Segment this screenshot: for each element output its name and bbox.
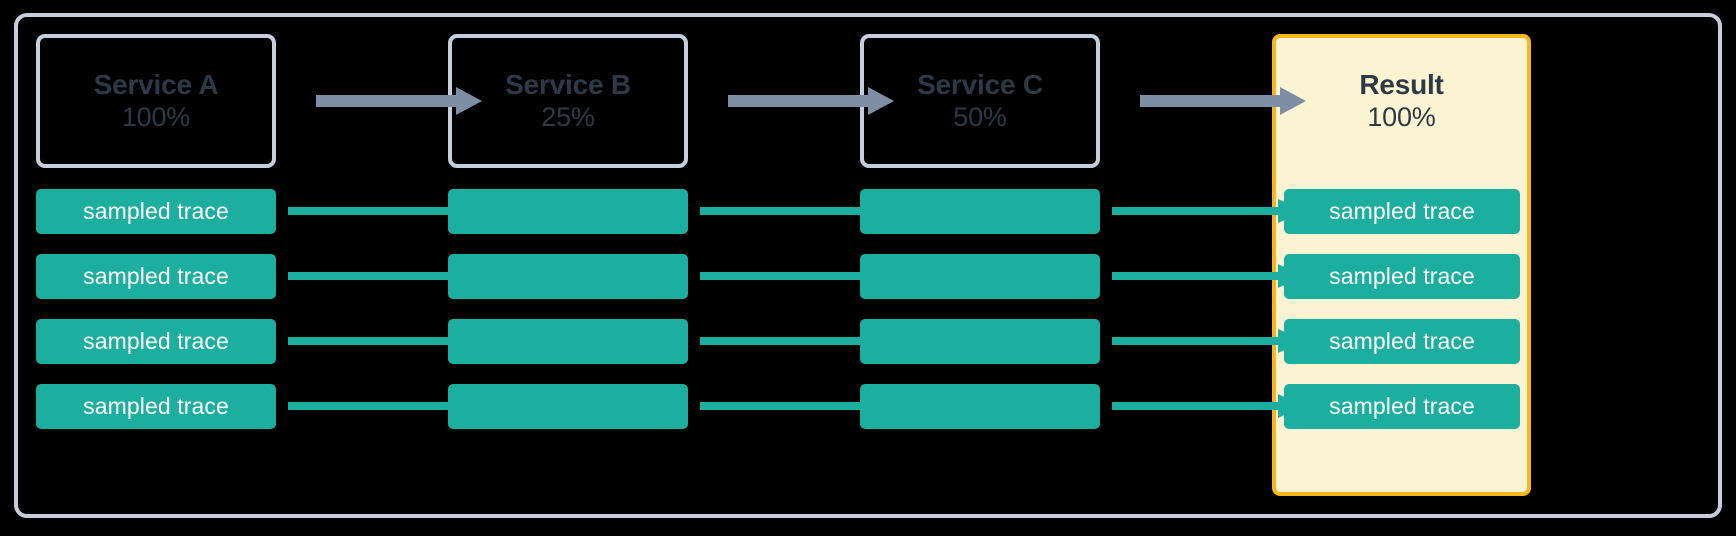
trace-bar-result-row-1[interactable]: sampled trace — [1284, 189, 1520, 234]
trace-bar-label: sampled trace — [83, 263, 229, 289]
trace-bar-c-row-4[interactable] — [860, 384, 1100, 429]
trace-bar-result-row-2[interactable]: sampled trace — [1284, 254, 1520, 299]
trace-bar-a-row-1[interactable]: sampled trace — [36, 189, 276, 234]
trace-bar-label: sampled trace — [83, 393, 229, 419]
trace-bar-b-row-3[interactable] — [448, 319, 688, 364]
trace-bar-c-row-2[interactable] — [860, 254, 1100, 299]
trace-bar-b-row-4[interactable] — [448, 384, 688, 429]
service-percent-label: 100% — [121, 101, 191, 132]
trace-bar-label: sampled trace — [1329, 393, 1475, 419]
trace-bar-result-row-3[interactable]: sampled trace — [1284, 319, 1520, 364]
trace-bar-label: sampled trace — [1329, 198, 1475, 224]
arrow-right-icon-header-b-to-c — [728, 87, 894, 115]
service-name-label: Service B — [505, 68, 631, 100]
trace-bar-label: sampled trace — [83, 328, 229, 354]
arrow-right-icon-header-a-to-b — [316, 87, 482, 115]
service-name-label: Service C — [917, 68, 1043, 100]
arrow-right-icon-row-2-c-to-result — [1112, 264, 1304, 288]
service-percent-label: 50% — [953, 101, 1007, 132]
trace-bar-c-row-3[interactable] — [860, 319, 1100, 364]
service-percent-label: 25% — [541, 101, 595, 132]
service-box-service-b[interactable]: Service B 25% — [448, 34, 688, 168]
arrow-right-icon-row-4-c-to-result — [1112, 394, 1304, 418]
trace-bar-a-row-4[interactable]: sampled trace — [36, 384, 276, 429]
trace-bar-a-row-3[interactable]: sampled trace — [36, 319, 276, 364]
trace-bar-label: sampled trace — [1329, 328, 1475, 354]
service-box-service-c[interactable]: Service C 50% — [860, 34, 1100, 168]
trace-bar-c-row-1[interactable] — [860, 189, 1100, 234]
service-box-service-a[interactable]: Service A 100% — [36, 34, 276, 168]
trace-bar-result-row-4[interactable]: sampled trace — [1284, 384, 1520, 429]
diagram-outer-frame — [14, 13, 1722, 518]
trace-bar-label: sampled trace — [1329, 263, 1475, 289]
trace-bar-b-row-2[interactable] — [448, 254, 688, 299]
trace-bar-b-row-1[interactable] — [448, 189, 688, 234]
arrow-right-icon-row-1-c-to-result — [1112, 199, 1304, 223]
service-name-label: Service A — [93, 68, 219, 100]
arrow-right-icon-row-3-c-to-result — [1112, 329, 1304, 353]
arrow-right-icon-header-c-to-result — [1140, 87, 1306, 115]
trace-bar-label: sampled trace — [83, 198, 229, 224]
trace-bar-a-row-2[interactable]: sampled trace — [36, 254, 276, 299]
